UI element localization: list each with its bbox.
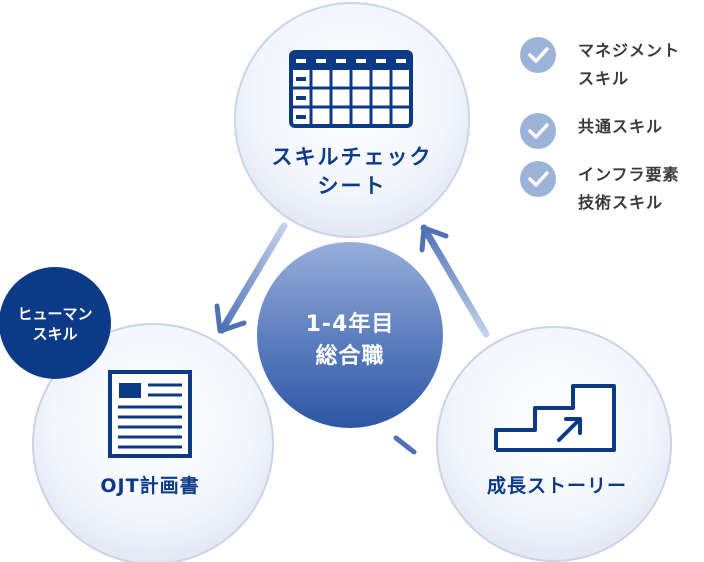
center-label-line2: 総合職: [315, 343, 384, 369]
legend-item-common: 共通スキル: [520, 113, 704, 149]
legend-item-management: マネジメント スキル: [520, 37, 704, 93]
node-skill-check-sheet: スキルチェック シート: [234, 2, 470, 238]
legend-label: インフラ要素 技術スキル: [578, 165, 680, 212]
arrow-right-to-top: [419, 224, 490, 338]
center-label-line1: 1-4年目: [306, 311, 395, 337]
legend-item-infra: インフラ要素 技術スキル: [520, 161, 704, 217]
check-icon: [520, 161, 556, 197]
legend-label: 共通スキル: [578, 117, 664, 136]
arrow-left-to-right: [284, 435, 418, 456]
node-top-label-line1: スキルチェック: [272, 145, 433, 169]
node-left-label: OJT計画書: [100, 474, 199, 497]
skill-legend: マネジメント スキル 共通スキル インフラ要素 技術スキル: [520, 36, 704, 237]
node-growth-story: 成長ストーリー: [436, 326, 672, 562]
badge-label-line1: ヒューマン: [17, 305, 92, 323]
badge-label-line2: スキル: [32, 325, 77, 343]
node-top-label-line2: シート: [318, 174, 387, 198]
calendar-grid-icon: [289, 50, 413, 128]
node-right-label: 成長ストーリー: [487, 474, 627, 497]
center-circle: 1-4年目 総合職: [257, 242, 443, 428]
arrow-top-to-left: [214, 222, 288, 334]
stairs-up-icon: [494, 384, 616, 452]
legend-label: マネジメント スキル: [578, 41, 681, 88]
node-ojt-plan: OJT計画書: [32, 323, 274, 562]
human-skill-badge: ヒューマン スキル: [0, 267, 111, 379]
document-icon: [108, 370, 192, 458]
check-icon: [520, 37, 556, 73]
check-icon: [520, 113, 556, 149]
